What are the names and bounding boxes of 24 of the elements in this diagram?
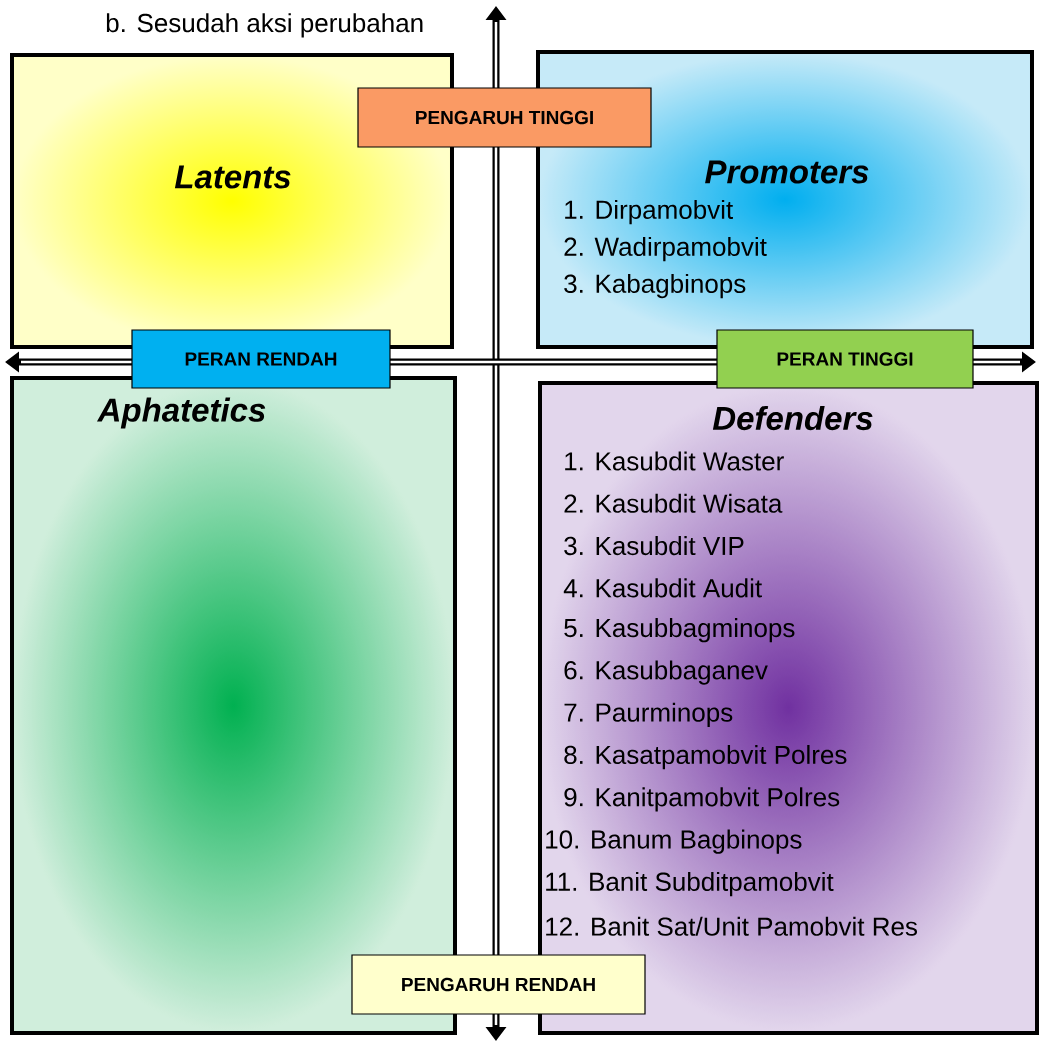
list-item: 1. Dirpamobvit bbox=[565, 199, 733, 225]
list-item: 3. Kasubdit VIP bbox=[564, 536, 744, 556]
quadrant-heading: Latents bbox=[174, 165, 291, 189]
quadrant-heading: Promoters bbox=[705, 160, 869, 184]
axis-label-box: PERAN RENDAH bbox=[131, 329, 391, 389]
list-item: 12. Banit Sat/Unit Pamobvit Res bbox=[546, 916, 917, 936]
list-item: 11. Banit Subditpamobvit bbox=[546, 871, 834, 897]
list-item: 7. Paurminops bbox=[564, 702, 733, 727]
list-item: 1. Kasubdit Waster bbox=[565, 451, 784, 471]
quadrant-heading: Aphatetics bbox=[96, 397, 266, 429]
quadrant-heading: Defenders bbox=[712, 405, 873, 431]
heading: b. Sesudah aksi perubahan bbox=[106, 13, 423, 38]
axis-label-box: PENGARUH RENDAH bbox=[351, 954, 646, 1015]
axis-label-box: PENGARUH TINGGI bbox=[357, 87, 652, 148]
list-item: 2. Kasubdit Wisata bbox=[564, 493, 783, 513]
list-item: 10. Banum Bagbinops bbox=[546, 829, 802, 854]
list-item: 6. Kasubbaganev bbox=[564, 660, 768, 685]
list-item: 4. Kasubdit Audit bbox=[563, 578, 762, 598]
axis-label-box: PERAN TINGGI bbox=[716, 329, 974, 389]
list-item: 3. Kabagbinops bbox=[564, 273, 746, 299]
list-item: 5. Kasubbagminops bbox=[564, 618, 795, 643]
list-item: 9. Kanitpamobvit Polres bbox=[564, 787, 840, 812]
list-item: 8. Kasatpamobvit Polres bbox=[564, 745, 847, 770]
list-item: 2. Wadirpamobvit bbox=[564, 236, 767, 262]
